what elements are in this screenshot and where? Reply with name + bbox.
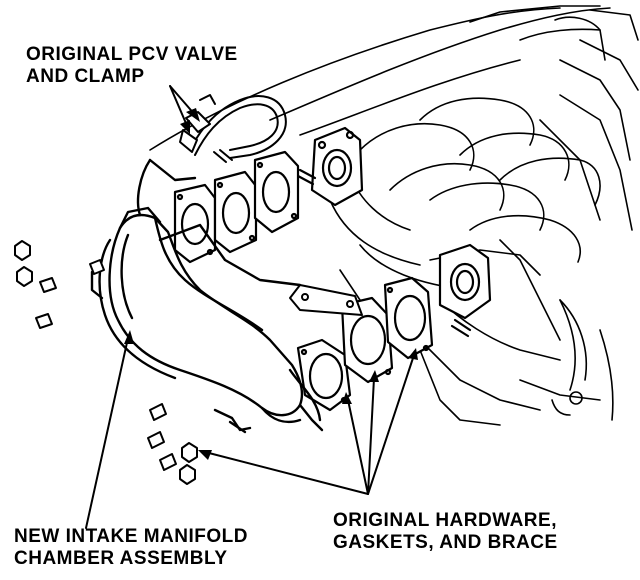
- pcv-callout-line2: AND CLAMP: [26, 66, 145, 87]
- intake-chamber: [90, 158, 324, 434]
- new-chamber-callout: NEW INTAKE MANIFOLD CHAMBER ASSEMBLY: [14, 526, 248, 570]
- loose-hardware: [14, 240, 198, 485]
- pcv-valve-callout: ORIGINAL PCV VALVE AND CLAMP: [26, 44, 238, 88]
- arrowheads: [124, 108, 418, 460]
- gaskets: [173, 150, 434, 412]
- original-hardware-callout-line1: ORIGINAL HARDWARE,: [333, 510, 557, 531]
- engine-background: [149, 5, 639, 426]
- original-hardware-callout-line2: GASKETS, AND BRACE: [333, 532, 558, 553]
- pcv-valve-and-hose: [179, 94, 287, 163]
- new-chamber-callout-line2: CHAMBER ASSEMBLY: [14, 548, 228, 569]
- original-hardware-callout: ORIGINAL HARDWARE, GASKETS, AND BRACE: [333, 510, 558, 554]
- new-chamber-callout-line1: NEW INTAKE MANIFOLD: [14, 526, 248, 547]
- engine-flanges: [296, 126, 492, 338]
- brace: [289, 284, 363, 316]
- pcv-callout-line1: ORIGINAL PCV VALVE: [26, 44, 238, 65]
